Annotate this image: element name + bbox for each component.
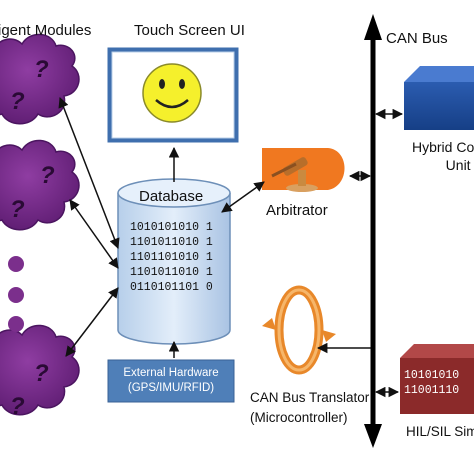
database-label: Database (139, 188, 204, 205)
touch-screen-label: Touch Screen UI (134, 22, 245, 39)
module-cloud-3 (0, 324, 80, 416)
hybrid-unit-label-line2: Unit (445, 157, 471, 173)
ellipsis-dot (8, 256, 24, 272)
hil-bits: 10101010 11001110 (404, 368, 459, 398)
smiley-icon (142, 63, 202, 123)
connector-arrows (58, 97, 404, 398)
database-bits: 1010101010 1 1101011010 1 1101101010 1 1… (130, 220, 213, 295)
question-mark: ? (40, 162, 55, 189)
hil-sil-label: HIL/SIL Simu (406, 424, 474, 439)
ellipsis-dot (8, 287, 24, 303)
question-mark: ? (10, 88, 25, 115)
can-bus-label: CAN Bus (386, 30, 448, 47)
database-bits-row: 1010101010 1 (130, 221, 213, 234)
database-bits-row: 1101011010 1 (130, 236, 213, 249)
database-cylinder (117, 178, 231, 345)
hybrid-unit-label-line1: Hybrid Co (412, 139, 474, 155)
hil-bits-row: 11001110 (404, 384, 460, 397)
external-hardware-line2: (GPS/IMU/RFID) (127, 382, 215, 394)
arbitrator-label: Arbitrator (266, 202, 328, 219)
translator-label-line2: (Microcontroller) (250, 410, 348, 425)
ellipsis-dot (8, 316, 24, 332)
external-hardware-line1: External Hardware (123, 367, 219, 379)
translator-label-line1: CAN Bus Translator (250, 390, 370, 405)
external-hardware-box (107, 359, 235, 403)
question-mark: ? (34, 56, 49, 83)
gavel-icon (262, 148, 345, 192)
database-bits-row: 1101101010 1 (130, 251, 213, 264)
database-bits-row: 1101011010 1 (130, 266, 213, 279)
external-hardware-label: External Hardware (GPS/IMU/RFID) (108, 366, 234, 396)
question-mark: ? (34, 360, 49, 387)
hil-bits-row: 10101010 (404, 369, 460, 382)
database-bits-row: 0110101101 0 (130, 281, 213, 294)
touch-screen (107, 47, 239, 143)
translator-label: CAN Bus Translator (Microcontroller) (250, 388, 369, 428)
hybrid-unit-label: Hybrid Co Unit (412, 138, 474, 174)
question-mark: ? (10, 196, 25, 223)
hybrid-unit-cube (404, 66, 474, 130)
hil-sil-cube (400, 344, 474, 414)
question-mark: ? (10, 393, 25, 420)
modules-label: igent Modules (0, 22, 92, 39)
translator-ring (262, 285, 336, 375)
